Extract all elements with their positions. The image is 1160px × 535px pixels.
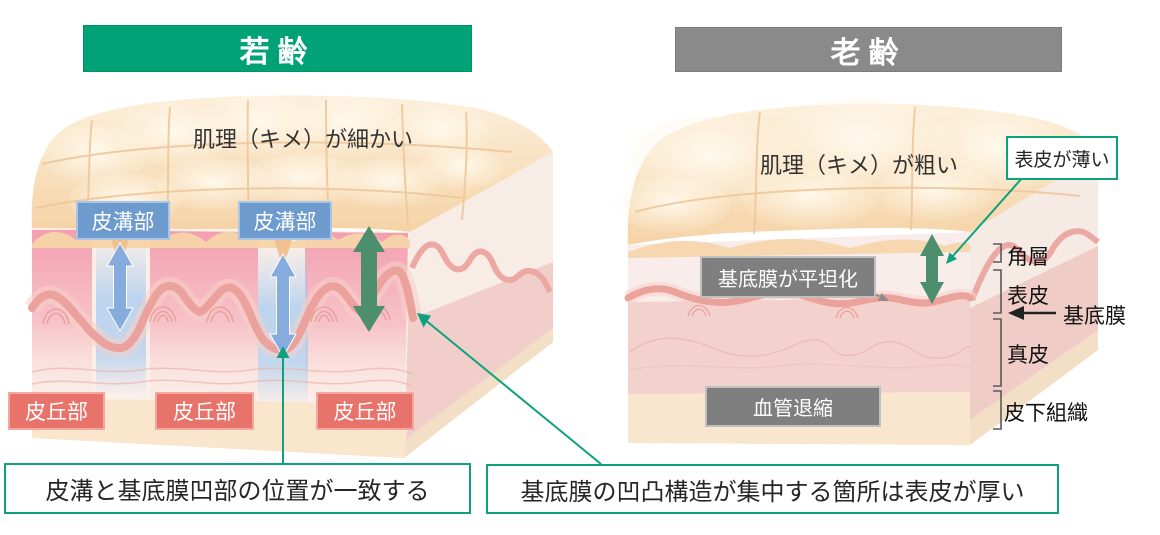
flat-membrane-tag: 基底膜が平坦化 (700, 256, 876, 298)
layer-label-epidermis: 表皮 (1007, 285, 1049, 308)
leader-lines (282, 176, 1024, 465)
thick-epidermis-arrow-icon (353, 226, 385, 332)
vessel-regression-tag: 血管退縮 (705, 386, 881, 427)
fine-texture-domes (43, 95, 504, 226)
stratum-corneum-bracket (993, 243, 1002, 263)
coarse-texture-seams (634, 106, 1081, 235)
old-texture-note: 肌理（キメ）が粗い (760, 153, 959, 178)
young-skin-block (24, 95, 553, 458)
flattened-basement-membrane (624, 285, 974, 308)
layer-label-dermis: 真皮 (1007, 344, 1049, 367)
thin-epidermis-leader (951, 176, 1024, 258)
ridge-tag: 皮丘部 (316, 392, 414, 430)
epidermis-bracket (993, 269, 1002, 314)
layer-label-subcutaneous: 皮下組織 (1004, 402, 1088, 425)
young-header: 若齢 (83, 25, 472, 72)
thick-epidermis-leader (423, 318, 602, 465)
ridge-tag: 皮丘部 (8, 392, 105, 430)
basement-membrane-arrow-icon (1008, 306, 1056, 320)
dermis-fiber-lines (31, 367, 413, 387)
old-header: 老齢 (675, 27, 1062, 72)
layer-brackets (993, 243, 1002, 430)
layer-label-stratum-corneum: 角層 (1007, 246, 1049, 269)
layer-label-basement-membrane: 基底膜 (1063, 305, 1126, 328)
groove-tag: 皮溝部 (238, 201, 332, 240)
groove-tag: 皮溝部 (76, 201, 170, 240)
thin-epidermis-arrow-icon (920, 234, 944, 304)
thin-epidermis-callout: 表皮が薄い (1006, 136, 1118, 180)
dermis-fiber-lines (629, 337, 971, 371)
subcutaneous-bracket (993, 390, 1002, 430)
dermis-bracket (993, 318, 1002, 387)
ridge-tag: 皮丘部 (155, 392, 254, 430)
groove-depth-arrow-icon (106, 241, 134, 333)
leader-arrowheads (276, 252, 957, 358)
groove-match-caption: 皮溝と基底膜凹部の位置が一致する (4, 463, 471, 514)
young-texture-note: 肌理（キメ）が細かい (193, 127, 414, 152)
thick-epidermis-caption: 基底膜の凹凸構造が集中する箇所は表皮が厚い (486, 464, 1059, 514)
residual-papillae (687, 304, 859, 319)
